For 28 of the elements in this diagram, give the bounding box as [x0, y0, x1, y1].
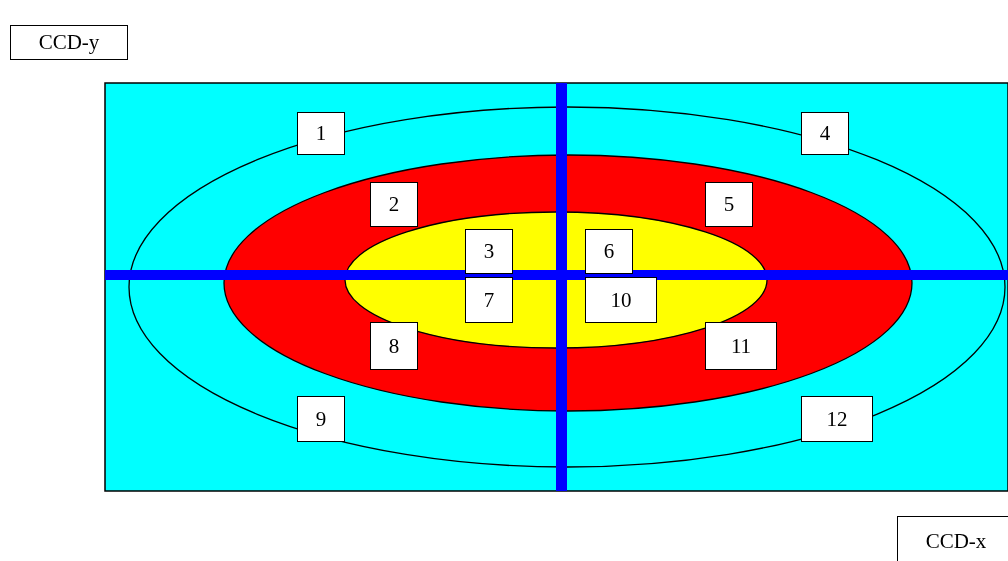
region-number: 11	[730, 333, 752, 359]
region-number-box	[297, 112, 345, 155]
region-number-box	[297, 396, 345, 442]
region-number-box	[585, 229, 633, 274]
axis-label: CCD-x	[925, 528, 987, 554]
region-number: 1	[315, 121, 327, 146]
region-number-box	[705, 182, 753, 227]
region-number: 9	[315, 406, 327, 432]
axis-label: CCD-y	[38, 30, 100, 55]
region-number: 6	[603, 239, 615, 264]
region-number: 5	[723, 192, 735, 217]
region-number-box	[370, 182, 418, 227]
region-number: 12	[826, 406, 848, 432]
region-number-box	[801, 112, 849, 155]
region-number: 2	[388, 192, 400, 217]
region-number: 7	[483, 287, 495, 313]
region-number: 10	[610, 287, 632, 313]
region-number-box	[585, 277, 657, 323]
region-number-box	[705, 322, 777, 370]
region-number: 3	[483, 239, 495, 264]
region-number-box	[465, 277, 513, 323]
axis-label-box	[10, 25, 128, 60]
axis-label-box	[897, 516, 1008, 561]
region-number: 4	[819, 121, 831, 146]
region-number-box	[801, 396, 873, 442]
region-number: 8	[388, 333, 400, 359]
region-number-box	[465, 229, 513, 274]
region-number-box	[370, 322, 418, 370]
